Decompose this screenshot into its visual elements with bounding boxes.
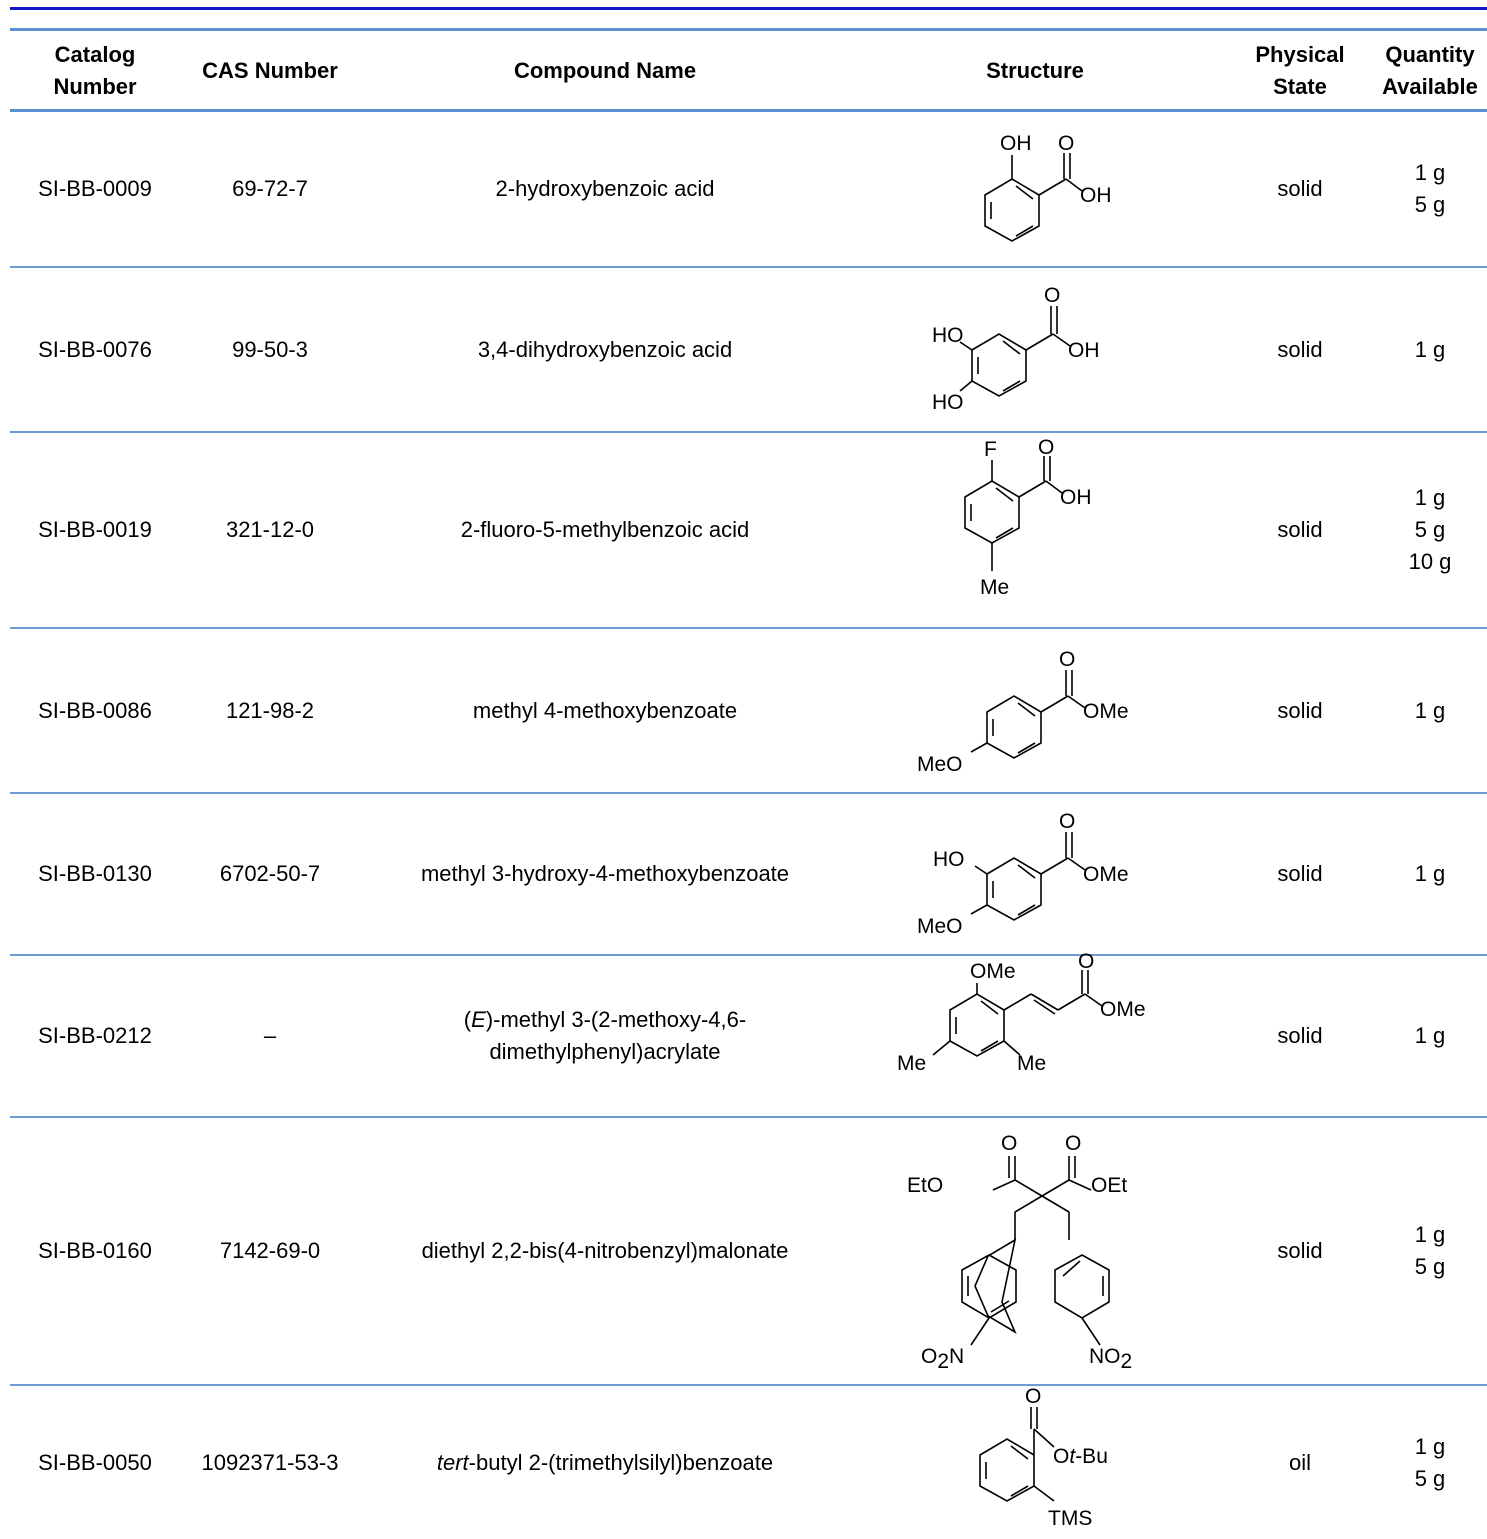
svg-text:OEt: OEt (1091, 1174, 1127, 1197)
physical-state: solid (1277, 176, 1323, 201)
compound-name: 2-fluoro-5-methylbenzoic acid (460, 517, 750, 542)
svg-text:MeO: MeO (917, 915, 963, 938)
compound-name: diethyl 2,2-bis(4-nitrobenzyl)malonate (421, 1238, 789, 1263)
structure-labels: O Ot-Bu TMS (1025, 1385, 1108, 1530)
top-border (10, 7, 1487, 10)
structure-image: EtO OEt O O (907, 1132, 1127, 1334)
compound-name: tert-butyl 2-(trimethylsilyl)benzoate (436, 1449, 774, 1475)
row-divider (10, 1384, 1487, 1386)
row-divider (10, 266, 1487, 268)
svg-text:O: O (1038, 436, 1054, 459)
svg-text:OH: OH (1000, 132, 1032, 155)
svg-text:OH: OH (1060, 486, 1092, 509)
header-quantity-available: Quantity Available (1382, 42, 1478, 99)
compound-name: methyl 4-methoxybenzoate (472, 697, 738, 723)
svg-text:Me: Me (1017, 1052, 1046, 1075)
catalog-number: SI-BB-0130 (38, 861, 152, 886)
svg-text:OMe: OMe (1100, 998, 1146, 1021)
row-divider (10, 627, 1487, 629)
svg-text:TMS: TMS (1048, 1507, 1092, 1530)
header-top-rule (10, 28, 1487, 31)
nitrobenzyl-rings: O2N NO2 (921, 1254, 1132, 1373)
compound-name: methyl 3-hydroxy-4-methoxybenzoate (420, 861, 790, 886)
row-divider (10, 1116, 1487, 1118)
quantity-available: 1 g (1414, 861, 1446, 886)
catalog-number: SI-BB-0160 (38, 1238, 152, 1263)
catalog-number: SI-BB-0086 (38, 697, 152, 723)
header-cas-number: CAS Number (202, 58, 338, 83)
svg-text:HO: HO (932, 391, 964, 414)
structure-image: O OMe MeO (917, 648, 1129, 776)
catalog-number: SI-BB-0019 (38, 517, 152, 542)
physical-state: solid (1277, 1238, 1323, 1263)
svg-text:O2N: O2N (921, 1345, 964, 1373)
svg-text:OMe: OMe (970, 960, 1016, 983)
compound-name: 3,4-dihydroxybenzoic acid (477, 336, 733, 362)
structure-image: F O OH Me (964, 436, 1092, 599)
quantity-available: 1 g (1414, 336, 1446, 362)
row-divider (10, 954, 1487, 956)
svg-text:NO2: NO2 (1089, 1345, 1132, 1373)
physical-state: solid (1277, 697, 1323, 723)
svg-text:Ot-Bu: Ot-Bu (1053, 1445, 1108, 1468)
svg-text:HO: HO (932, 324, 964, 347)
catalog-number: SI-BB-0050 (38, 1449, 152, 1475)
quantity-available: 1 g (1414, 697, 1446, 723)
svg-text:OH: OH (1080, 184, 1112, 207)
cas-number: 6702-50-7 (219, 861, 321, 886)
svg-text:F: F (984, 438, 997, 461)
catalog-number: SI-BB-0076 (38, 336, 152, 362)
svg-text:O: O (1065, 1132, 1081, 1155)
svg-text:OMe: OMe (1083, 700, 1129, 723)
cas-number: – (263, 1023, 277, 1048)
structure-image: OH O OH (984, 132, 1112, 242)
header-physical-state: Physical State (1255, 42, 1345, 99)
header-compound-name: Compound Name (513, 58, 697, 83)
cas-number: 1092371-53-3 (201, 1449, 339, 1475)
structure-image: O HO OH HO (932, 284, 1100, 414)
svg-text:O: O (1025, 1385, 1041, 1408)
physical-state: solid (1277, 517, 1323, 542)
quantity-available: 1 g (1414, 1023, 1446, 1048)
physical-state: solid (1277, 1023, 1323, 1048)
structure-image: OMe O OMe Me Me (897, 950, 1146, 1075)
physical-state: solid (1277, 861, 1323, 886)
header-catalog-number: Catalog Number (53, 42, 137, 99)
svg-text:HO: HO (933, 848, 965, 871)
header-bottom-rule (10, 109, 1487, 112)
svg-text:O: O (1078, 950, 1094, 973)
svg-text:MeO: MeO (917, 753, 963, 776)
compound-name: (E)-methyl 3-(2-methoxy-4,6- dimethylphe… (463, 1007, 747, 1064)
header-structure: Structure (986, 58, 1084, 83)
svg-text:OMe: OMe (1083, 863, 1129, 886)
svg-text:Me: Me (897, 1052, 926, 1075)
catalog-number: SI-BB-0009 (38, 176, 152, 201)
svg-text:O: O (1059, 648, 1075, 671)
cas-number: 99-50-3 (232, 336, 308, 362)
svg-text:O: O (1059, 810, 1075, 833)
cas-number: 121-98-2 (225, 697, 315, 723)
row-divider (10, 431, 1487, 433)
cas-number: 69-72-7 (232, 176, 308, 201)
compound-name: 2-hydroxybenzoic acid (495, 176, 715, 201)
svg-text:Me: Me (980, 576, 1009, 599)
physical-state: oil (1288, 1449, 1311, 1475)
cas-number: 7142-69-0 (219, 1238, 321, 1263)
svg-text:O: O (1001, 1132, 1017, 1155)
catalog-number: SI-BB-0212 (38, 1023, 152, 1048)
svg-text:O: O (1044, 284, 1060, 307)
physical-state: solid (1277, 336, 1323, 362)
svg-text:EtO: EtO (907, 1174, 943, 1197)
svg-text:O: O (1058, 132, 1074, 155)
structure-image: O HO OMe MeO (917, 810, 1129, 938)
row-divider (10, 792, 1487, 794)
svg-text:OH: OH (1068, 339, 1100, 362)
cas-number: 321-12-0 (225, 517, 315, 542)
